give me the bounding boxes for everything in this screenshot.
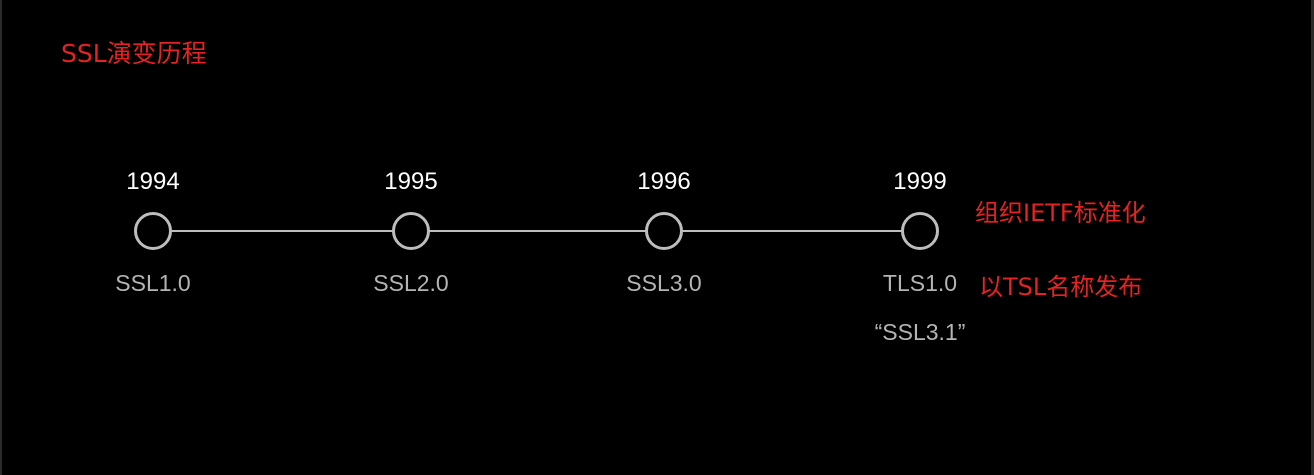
slide-title: SSL演变历程 (61, 39, 207, 68)
timeline-line (153, 230, 920, 232)
note-ietf-standardization: 组织IETF标准化 (975, 199, 1146, 227)
milestone-node-1995 (392, 212, 430, 250)
milestone-year-1996: 1996 (637, 168, 691, 195)
left-edge (0, 0, 2, 475)
milestone-year-1999: 1999 (893, 168, 947, 195)
milestone-version-ssl2: SSL2.0 (373, 270, 449, 296)
milestone-alias-ssl31: “SSL3.1” (874, 319, 966, 345)
milestone-version-ssl3: SSL3.0 (626, 270, 702, 296)
milestone-node-1999 (901, 212, 939, 250)
milestone-node-1996 (645, 212, 683, 250)
milestone-version-tls1: TLS1.0 (882, 270, 958, 296)
milestone-year-1995: 1995 (384, 168, 438, 195)
right-edge (1311, 0, 1314, 475)
note-tsl-release: 以TSL名称发布 (979, 273, 1143, 301)
milestone-version-ssl1: SSL1.0 (115, 270, 191, 296)
milestone-node-1994 (134, 212, 172, 250)
milestone-year-1994: 1994 (126, 168, 180, 195)
